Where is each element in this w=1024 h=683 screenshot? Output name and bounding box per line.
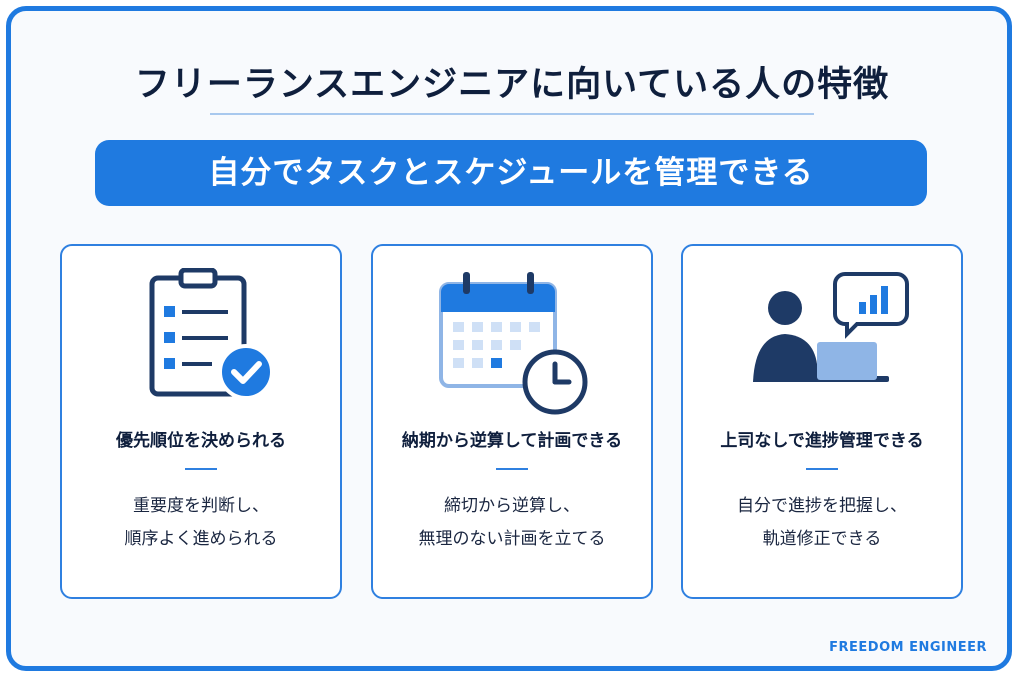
card-description-line: 軌道修正できる xyxy=(762,529,882,549)
clipboard-check-icon xyxy=(62,267,340,418)
title-divider xyxy=(210,113,814,115)
card-description-line: 順序よく進められる xyxy=(124,529,278,549)
card-description: 重要度を判断し、 順序よく進められる xyxy=(62,490,340,556)
card-title: 上司なしで進捗管理できる xyxy=(720,431,924,451)
card-description-line: 重要度を判断し、 xyxy=(133,496,269,516)
card-title: 優先順位を決められる xyxy=(116,431,286,451)
card-divider xyxy=(185,468,217,470)
card-description: 締切から逆算し、 無理のない計画を立てる xyxy=(373,490,651,556)
card-description-line: 無理のない計画を立てる xyxy=(418,529,606,549)
banner: 自分でタスクとスケジュールを管理できる xyxy=(95,140,927,206)
card-description: 自分で進捗を把握し、 軌道修正できる xyxy=(683,490,961,556)
person-laptop-chart-icon xyxy=(683,268,961,418)
card-description-line: 締切から逆算し、 xyxy=(444,496,580,516)
feature-card-deadline: 納期から逆算して計画できる 締切から逆算し、 無理のない計画を立てる xyxy=(371,244,653,599)
card-title: 納期から逆算して計画できる xyxy=(401,431,623,451)
page-title: フリーランスエンジニアに向いている人の特徴 xyxy=(134,65,890,105)
calendar-clock-icon xyxy=(373,268,651,418)
card-description-line: 自分で進捗を把握し、 xyxy=(737,496,907,516)
brand-logo: FREEDOM ENGINEER xyxy=(829,640,987,655)
card-divider xyxy=(806,468,838,470)
feature-card-priority: 優先順位を決められる 重要度を判断し、 順序よく進められる xyxy=(60,244,342,599)
feature-card-progress: 上司なしで進捗管理できる 自分で進捗を把握し、 軌道修正できる xyxy=(681,244,963,599)
card-divider xyxy=(496,468,528,470)
